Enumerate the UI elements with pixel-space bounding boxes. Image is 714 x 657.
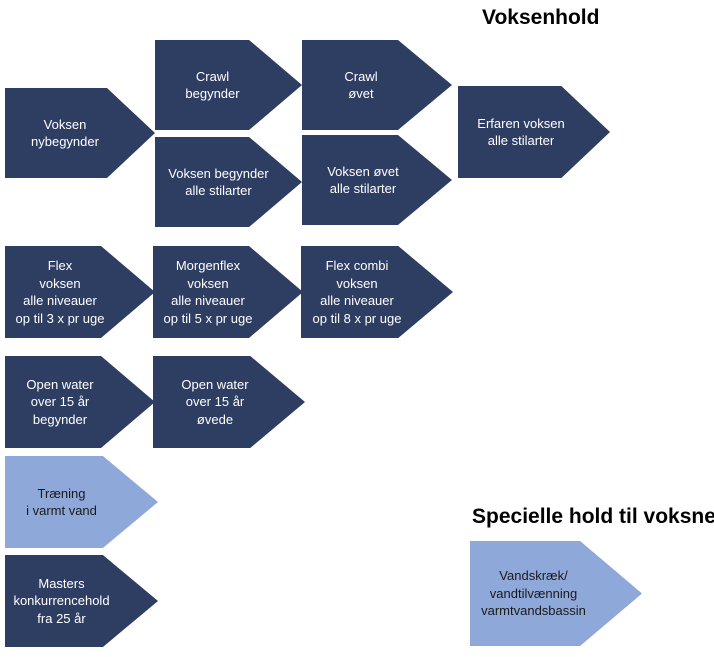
title-voksenhold: Voksenhold — [482, 6, 600, 29]
box-morgenflex: Morgenflex voksen alle niveauer op til 5… — [153, 246, 303, 338]
box-label: Erfaren voksen alle stilarter — [477, 115, 565, 149]
box-flex-combi: Flex combi voksen alle niveauer op til 8… — [301, 246, 453, 338]
box-label: Flex combi voksen alle niveauer op til 8… — [312, 258, 402, 326]
box-label: Crawl begynder — [185, 68, 240, 102]
box-label: Morgenflex voksen alle niveauer op til 5… — [163, 258, 253, 326]
box-voksen-begynder-alle: Voksen begynder alle stilarter — [155, 137, 302, 227]
box-voksen-nybegynder: Voksen nybegynder — [5, 88, 155, 178]
box-crawl-ovet: Crawl øvet — [302, 40, 452, 130]
box-label: Open water over 15 år øvede — [181, 376, 249, 427]
box-open-water-begynder: Open water over 15 år begynder — [5, 356, 155, 448]
box-masters: Masters konkurrencehold fra 25 år — [5, 555, 158, 647]
box-erfaren-voksen: Erfaren voksen alle stilarter — [458, 86, 610, 178]
box-label: Voksen begynder alle stilarter — [168, 165, 269, 199]
box-label: Vandskræk/ vandtilvænning varmtvandsbass… — [481, 568, 586, 619]
box-voksen-ovet-alle: Voksen øvet alle stilarter — [302, 135, 452, 225]
box-vandskraek: Vandskræk/ vandtilvænning varmtvandsbass… — [470, 541, 642, 646]
box-flex: Flex voksen alle niveauer op til 3 x pr … — [5, 246, 155, 338]
box-label: Open water over 15 år begynder — [26, 376, 94, 427]
box-label: Masters konkurrencehold fra 25 år — [13, 575, 110, 626]
box-open-water-ovede: Open water over 15 år øvede — [153, 356, 305, 448]
title-specielle-hold: Specielle hold til voksne — [472, 505, 714, 528]
box-traening-varmt-vand: Træning i varmt vand — [5, 456, 158, 548]
box-label: Voksen øvet alle stilarter — [327, 163, 399, 197]
box-label: Træning i varmt vand — [26, 485, 97, 519]
box-label: Voksen nybegynder — [31, 116, 99, 150]
box-label: Crawl øvet — [344, 68, 378, 102]
box-crawl-begynder: Crawl begynder — [155, 40, 302, 130]
box-label: Flex voksen alle niveauer op til 3 x pr … — [15, 258, 105, 326]
